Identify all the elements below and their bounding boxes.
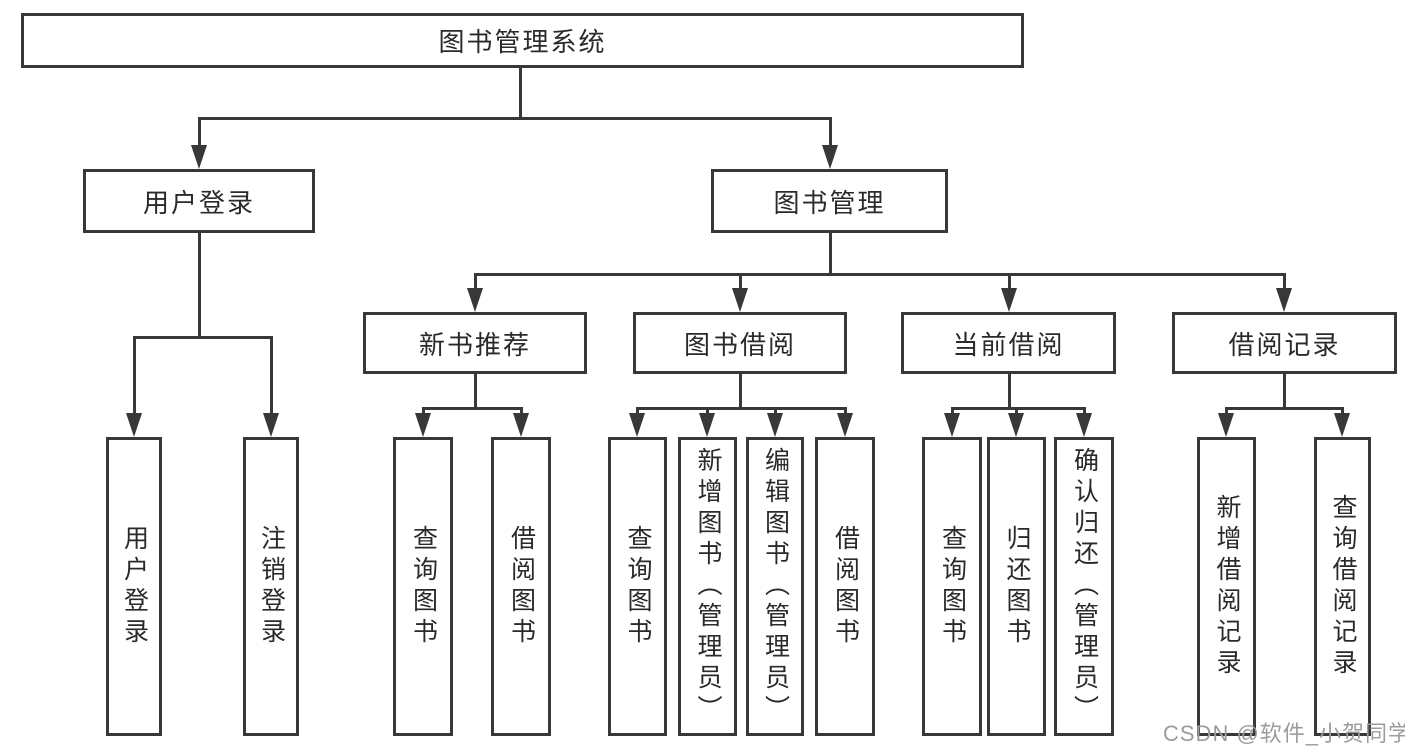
leaf-label: 查询图书 [938, 524, 967, 649]
node-user-login-branch: 用户登录 [83, 169, 315, 233]
connector-line [635, 407, 639, 416]
leaf-borrow-books-recommend: 借阅图书 [491, 437, 551, 736]
leaf-confirm-return-admin: 确认归还（管理员） [1054, 437, 1114, 736]
leaf-label: 查询图书 [409, 524, 438, 649]
leaf-label: 查询图书 [624, 524, 652, 649]
leaf-query-borrow-record: 查询借阅记录 [1314, 437, 1371, 736]
connector-line [1015, 407, 1018, 416]
connector-line [421, 407, 425, 416]
arrowhead-down-icon [944, 413, 960, 437]
node-label: 当前借阅 [952, 329, 1065, 360]
leaf-user-login: 用户登录 [106, 437, 162, 736]
arrowhead-down-icon [263, 413, 279, 437]
leaf-query-books-recommend: 查询图书 [393, 437, 453, 736]
leaf-query-books-borrowing: 查询图书 [608, 437, 667, 736]
arrowhead-down-icon [732, 288, 748, 312]
connector-line [197, 117, 201, 147]
connector-line [1224, 407, 1228, 416]
connector-line [1282, 273, 1286, 291]
connector-line [132, 336, 273, 339]
arrowhead-down-icon [1276, 288, 1292, 312]
connector-line [706, 407, 709, 416]
node-current-borrowing: 当前借阅 [901, 312, 1116, 374]
connector-line [950, 407, 1086, 410]
node-label: 新书推荐 [418, 329, 531, 360]
leaf-label: 用户登录 [120, 524, 149, 649]
leaf-edit-books-admin: 编辑图书（管理员） [746, 437, 804, 736]
leaf-borrow-books: 借阅图书 [815, 437, 875, 736]
leaf-query-books-current: 查询图书 [922, 437, 982, 736]
connector-line [269, 336, 273, 416]
arrowhead-down-icon [822, 145, 838, 169]
arrowhead-down-icon [767, 413, 783, 437]
arrowhead-down-icon [467, 288, 483, 312]
node-label: 图书借阅 [683, 329, 796, 360]
connector-line [1224, 407, 1344, 410]
connector-line [519, 407, 523, 416]
node-borrowing-records: 借阅记录 [1172, 312, 1397, 374]
arrowhead-down-icon [1334, 413, 1350, 437]
connector-line [828, 117, 832, 147]
leaf-label: 新增借阅记录 [1213, 493, 1241, 680]
connector-line [132, 336, 136, 416]
leaf-label: 查询借阅记录 [1329, 493, 1357, 680]
arrowhead-down-icon [837, 413, 853, 437]
node-label: 借阅记录 [1228, 329, 1341, 360]
connector-line [473, 372, 477, 408]
leaf-label: 确认归还（管理员） [1070, 447, 1099, 726]
node-root-label: 图书管理系统 [438, 27, 607, 57]
connector-line [1341, 407, 1344, 416]
connector-line [473, 273, 1286, 276]
node-root: 图书管理系统 [21, 13, 1024, 68]
arrowhead-down-icon [1008, 413, 1024, 437]
leaf-label: 新增图书（管理员） [694, 447, 722, 726]
leaf-label: 编辑图书（管理员） [761, 447, 790, 726]
csdn-watermark: CSDN @软件_小贺同学 [1163, 721, 1405, 746]
connector-line [1282, 372, 1286, 408]
connector-line [738, 372, 742, 408]
node-label: 用户登录 [142, 187, 255, 218]
arrowhead-down-icon [1001, 288, 1017, 312]
node-new-book-recommendation: 新书推荐 [363, 312, 587, 374]
arrowhead-down-icon [415, 413, 431, 437]
connector-line [843, 407, 847, 416]
leaf-return-books: 归还图书 [987, 437, 1046, 736]
leaf-label: 借阅图书 [831, 524, 860, 649]
connector-line [773, 407, 777, 416]
connector-line [1007, 372, 1011, 408]
arrowhead-down-icon [126, 413, 142, 437]
leaf-label: 归还图书 [1003, 524, 1031, 649]
arrowhead-down-icon [1218, 413, 1234, 437]
arrowhead-down-icon [629, 413, 645, 437]
arrowhead-down-icon [1076, 413, 1092, 437]
leaf-label: 借阅图书 [507, 524, 536, 649]
leaf-logout: 注销登录 [243, 437, 299, 736]
arrowhead-down-icon [513, 413, 529, 437]
node-book-management-branch: 图书管理 [711, 169, 948, 233]
connector-line [473, 273, 477, 291]
connector-line [828, 231, 832, 275]
leaf-add-books-admin: 新增图书（管理员） [678, 437, 737, 736]
connector-line [738, 273, 742, 291]
leaf-label: 注销登录 [257, 524, 286, 649]
node-book-borrowing: 图书借阅 [633, 312, 847, 374]
node-label: 图书管理 [773, 187, 886, 218]
connector-line [1082, 407, 1086, 416]
connector-line [197, 231, 201, 337]
connector-line [1007, 273, 1011, 291]
arrowhead-down-icon [191, 145, 207, 169]
connector-line [197, 117, 832, 120]
arrowhead-down-icon [699, 413, 715, 437]
connector-line [635, 407, 847, 410]
leaf-add-borrow-record: 新增借阅记录 [1197, 437, 1256, 736]
connector-line [421, 407, 523, 410]
connector-line [518, 66, 522, 118]
connector-line [950, 407, 954, 416]
